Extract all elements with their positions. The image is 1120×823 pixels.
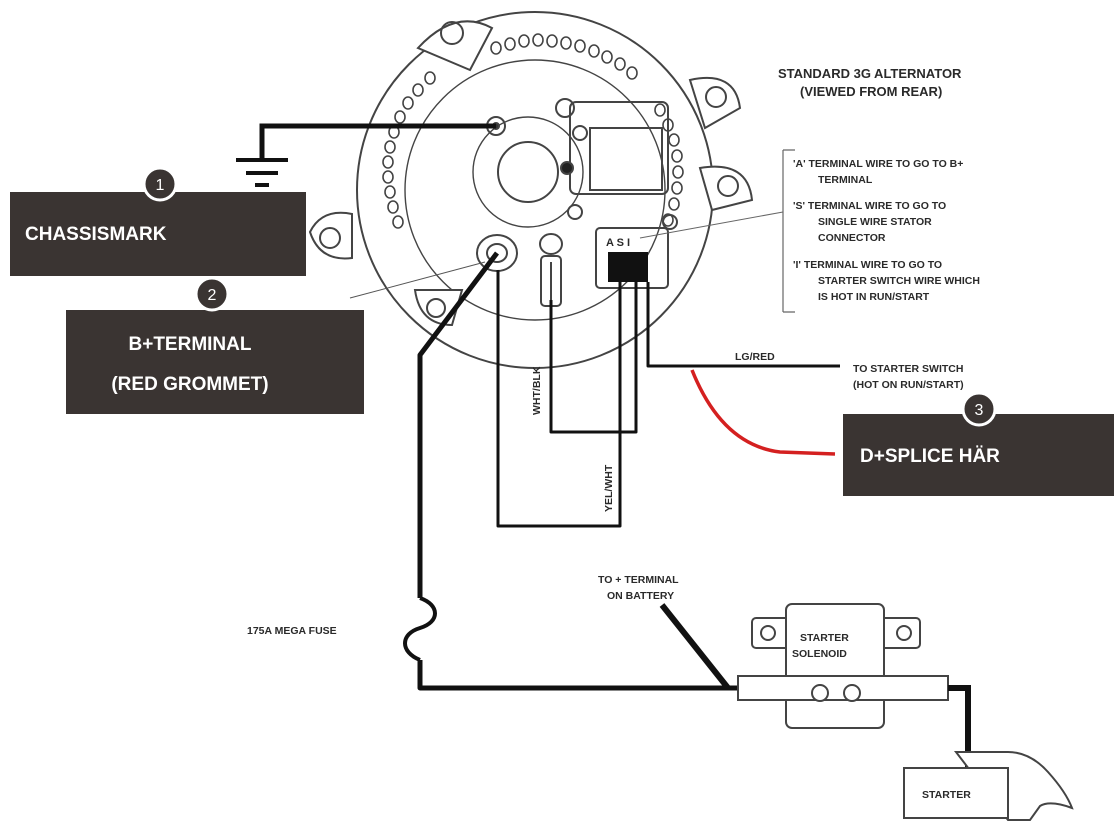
note-a-line1: 'A' TERMINAL WIRE TO GO TO B+ xyxy=(793,158,963,170)
callout-3-text: D+SPLICE HÄR xyxy=(860,446,1000,467)
callout-3-number: 3 xyxy=(975,402,984,419)
starter-label: STARTER xyxy=(922,789,971,801)
wire-label-wht-blk: WHT/BLK xyxy=(531,366,543,415)
alternator-housing xyxy=(308,11,754,369)
battery-label-line2: ON BATTERY xyxy=(607,590,674,602)
solenoid-label-line2: SOLENOID xyxy=(792,648,847,660)
note-i-line1: 'I' TERMINAL WIRE TO GO TO xyxy=(793,259,942,271)
regulator-plug xyxy=(608,252,648,282)
ground-wire xyxy=(236,123,496,187)
note-s-line3: CONNECTOR xyxy=(818,232,886,244)
hot-on-run-start-label: (HOT ON RUN/START) xyxy=(853,379,964,391)
callout-1-number: 1 xyxy=(156,177,165,194)
callout-3: 3 D+SPLICE HÄR xyxy=(843,391,1114,496)
wire-label-yel-wht: YEL/WHT xyxy=(603,464,615,512)
callout-2-number: 2 xyxy=(208,287,217,304)
splice-wire xyxy=(690,369,836,456)
callout-2: 2 B+TERMINAL (RED GROMMET) xyxy=(66,276,364,414)
starter-cable xyxy=(948,685,971,768)
callout-2-line2: (RED GROMMET) xyxy=(111,374,268,395)
battery-label-line1: TO + TERMINAL xyxy=(598,574,679,586)
fuse-label: 175A MEGA FUSE xyxy=(247,625,337,637)
note-s-line1: 'S' TERMINAL WIRE TO GO TO xyxy=(793,200,946,212)
starter-solenoid xyxy=(737,603,949,729)
callout-2-pointer xyxy=(349,261,486,299)
note-s-line2: SINGLE WIRE STATOR xyxy=(818,216,932,228)
bplus-cable xyxy=(403,251,742,691)
note-i-line2: STARTER SWITCH WIRE WHICH xyxy=(818,275,980,287)
callout-2-line1: B+TERMINAL xyxy=(129,334,252,355)
note-i-line3: IS HOT IN RUN/START xyxy=(818,291,930,303)
starter-motor xyxy=(903,751,1074,821)
to-starter-switch-label: TO STARTER SWITCH xyxy=(853,363,963,375)
plug-terminal-letters: A S I xyxy=(606,237,630,249)
note-a-line2: TERMINAL xyxy=(818,174,873,186)
callout-1-text: CHASSISMARK xyxy=(25,224,167,245)
callout-1: 1 CHASSISMARK xyxy=(10,166,306,276)
signal-wires xyxy=(496,270,840,528)
diagram-title: STANDARD 3G ALTERNATOR xyxy=(778,66,962,81)
wire-label-lg-red: LG/RED xyxy=(735,351,775,363)
diagram-subtitle: (VIEWED FROM REAR) xyxy=(800,84,942,99)
terminal-notes: 'A' TERMINAL WIRE TO GO TO B+ TERMINAL '… xyxy=(639,149,980,313)
solenoid-label-line1: STARTER xyxy=(800,632,849,644)
